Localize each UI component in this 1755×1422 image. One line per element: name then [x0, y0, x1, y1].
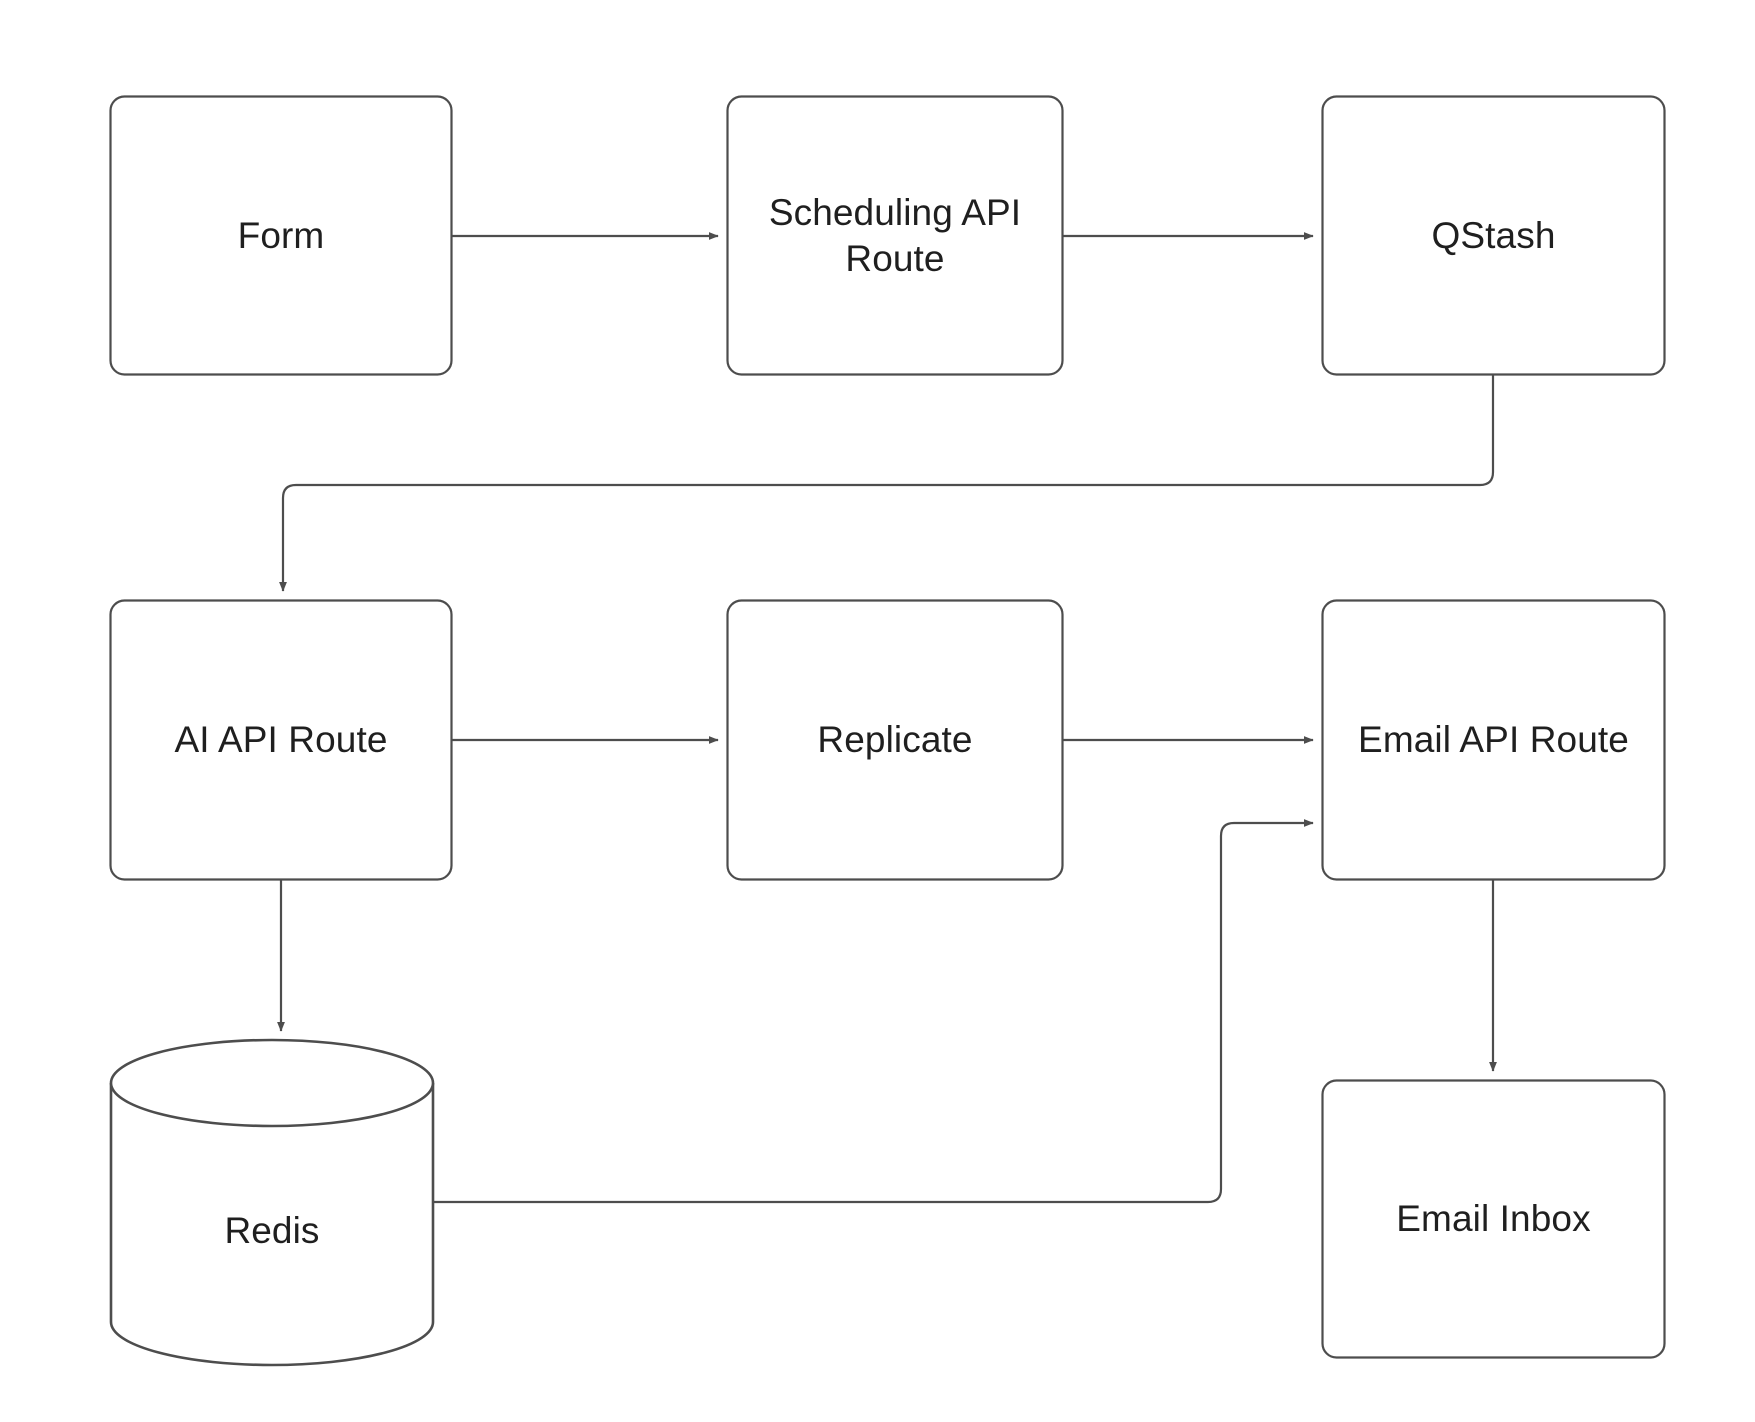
- node-email-inbox[interactable]: Email Inbox: [1322, 1080, 1665, 1358]
- node-shape-ai-api-route[interactable]: [109, 599, 453, 881]
- node-label-form: Form: [237, 214, 325, 256]
- node-qstash[interactable]: QStash: [1322, 96, 1665, 375]
- node-label-email-inbox: Email Inbox: [1396, 1198, 1591, 1240]
- node-shape-replicate[interactable]: [726, 599, 1064, 881]
- node-label-replicate: Replicate: [817, 719, 973, 761]
- node-label-ai-api-route: AI API Route: [174, 719, 388, 761]
- node-scheduling-api-route[interactable]: Scheduling API Route: [727, 96, 1063, 375]
- edge-qstash-to-ai-api-route[interactable]: [279, 375, 1495, 592]
- node-shape-scheduling-api-route[interactable]: [726, 95, 1064, 376]
- node-form[interactable]: Form: [110, 96, 452, 375]
- node-label-qstash: QStash: [1431, 214, 1556, 256]
- node-label-email-api-route: Email API Route: [1358, 719, 1629, 761]
- node-shape-redis[interactable]: [109, 1038, 435, 1367]
- node-email-api-route[interactable]: Email API Route: [1322, 600, 1665, 880]
- node-shape-qstash[interactable]: [1321, 95, 1666, 376]
- node-shape-email-api-route[interactable]: [1321, 599, 1666, 881]
- edge-redis-to-email-api-route[interactable]: [434, 819, 1314, 1204]
- node-label-redis: Redis: [224, 1210, 320, 1251]
- node-shape-email-inbox[interactable]: [1321, 1079, 1666, 1359]
- node-ai-api-route[interactable]: AI API Route: [110, 600, 452, 880]
- node-replicate[interactable]: Replicate: [727, 600, 1063, 880]
- node-shape-form[interactable]: [109, 95, 453, 376]
- edges: [277, 232, 1497, 1204]
- node-label-scheduling-api-route: Scheduling API Route: [768, 192, 1022, 279]
- node-shapes: [109, 95, 1666, 1367]
- node-redis[interactable]: Redis: [110, 1040, 434, 1365]
